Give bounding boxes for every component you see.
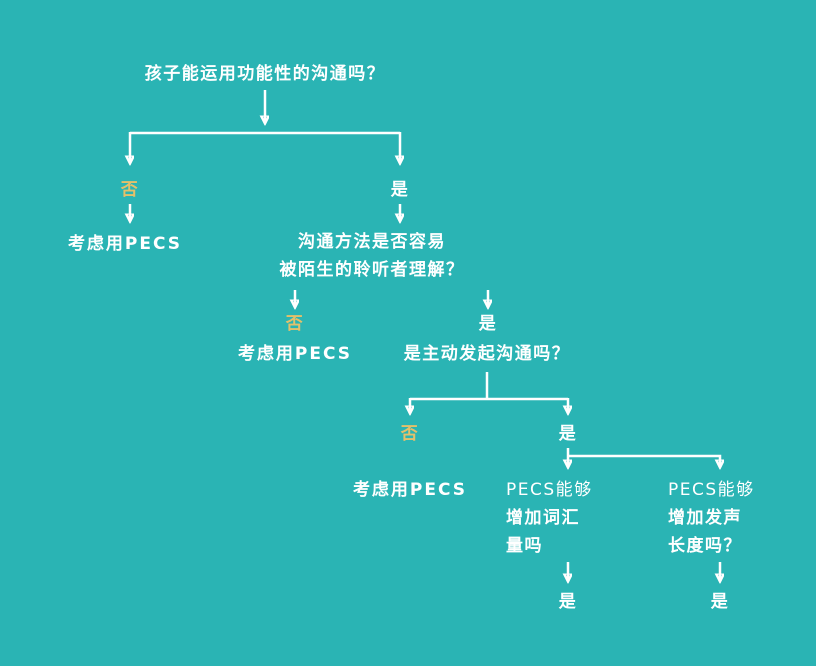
question-pecs-increase-vocabulary: PECS能够 增加词汇 量吗 (506, 476, 636, 560)
label-yes-1: 是 (390, 180, 410, 200)
vocalization-line-3: 长度吗？ (668, 536, 742, 556)
label-no-2: 否 (285, 314, 305, 334)
connector (568, 454, 720, 467)
result-consider-pecs-2: 考虑用PECS (237, 344, 353, 364)
question-understood-by-strangers: 沟通方法是否容易 被陌生的聆听者理解？ (262, 228, 482, 284)
vocalization-line-2: 增加发声 (668, 508, 742, 528)
vocabulary-line-3: 量吗 (506, 536, 543, 556)
result-consider-pecs-1: 考虑用PECS (67, 234, 183, 254)
vocabulary-line-1: PECS能够 (506, 480, 593, 500)
label-no-1: 否 (120, 180, 140, 200)
label-yes-4: 是 (558, 592, 578, 612)
question-understood-line-1: 沟通方法是否容易 (298, 232, 446, 252)
label-yes-2: 是 (478, 314, 498, 334)
result-consider-pecs-3: 考虑用PECS (352, 480, 468, 500)
vocalization-line-1: PECS能够 (668, 480, 755, 500)
label-yes-5: 是 (710, 592, 730, 612)
vocabulary-line-2: 增加词汇 (506, 508, 580, 528)
question-functional-communication: 孩子能运用功能性的沟通吗？ (144, 64, 386, 84)
question-understood-line-2: 被陌生的聆听者理解？ (279, 260, 465, 280)
label-yes-3: 是 (558, 424, 578, 444)
question-initiates-communication: 是主动发起沟通吗？ (403, 344, 571, 364)
label-no-3: 否 (400, 424, 420, 444)
question-pecs-increase-vocalization: PECS能够 增加发声 长度吗？ (668, 476, 798, 560)
